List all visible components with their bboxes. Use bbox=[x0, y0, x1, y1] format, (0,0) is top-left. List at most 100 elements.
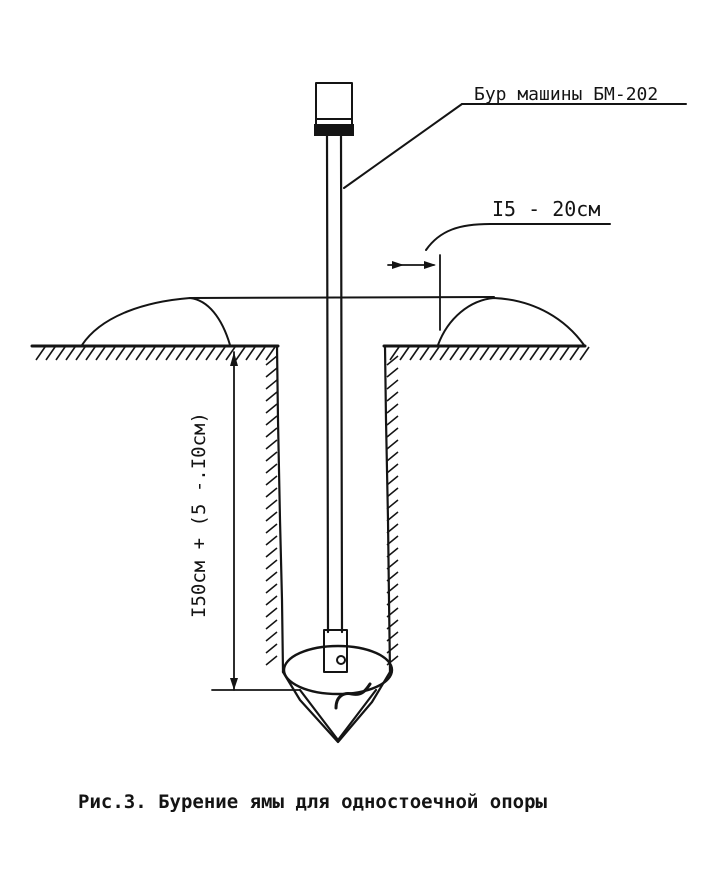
wall-hatch bbox=[265, 583, 278, 594]
drive-flange bbox=[314, 124, 354, 136]
bit-collar bbox=[323, 629, 348, 673]
wall-hatch bbox=[265, 535, 278, 546]
soil-hatch bbox=[95, 346, 106, 361]
soil-hatch bbox=[539, 346, 550, 361]
wall-hatch bbox=[265, 607, 278, 618]
soil-hatch bbox=[399, 346, 410, 361]
soil-hatch bbox=[489, 346, 500, 361]
wall-hatch bbox=[386, 535, 399, 546]
wall-hatch bbox=[386, 499, 399, 510]
soil-hatch bbox=[429, 346, 440, 361]
wall-hatch bbox=[265, 451, 278, 462]
depth-arrow-top bbox=[230, 352, 238, 366]
wall-hatch bbox=[265, 367, 278, 378]
soil-hatch bbox=[45, 346, 56, 361]
wall-hatch bbox=[265, 427, 278, 438]
wall-hatch bbox=[386, 427, 399, 438]
bit-point bbox=[298, 688, 378, 742]
soil-hatch bbox=[509, 346, 520, 361]
auger-shaft bbox=[325, 134, 344, 634]
depth-label: I50см + (5 -.I0см) bbox=[188, 412, 210, 618]
wall-hatch bbox=[265, 511, 278, 522]
soil-hatch bbox=[569, 346, 580, 361]
wall-hatch bbox=[386, 523, 399, 534]
soil-hatch bbox=[549, 346, 560, 361]
drive-box bbox=[315, 82, 353, 120]
ground-surface bbox=[30, 344, 590, 361]
borehole bbox=[265, 344, 399, 744]
soil-hatch bbox=[245, 346, 256, 361]
wall-hatch bbox=[265, 415, 278, 426]
soil-hatch bbox=[469, 346, 480, 361]
wall-hatch bbox=[386, 583, 399, 594]
wall-hatch bbox=[386, 631, 399, 642]
wall-hatch bbox=[386, 439, 399, 450]
wall-hatch bbox=[386, 415, 399, 426]
wall-hatch bbox=[265, 379, 278, 390]
soil-hatch bbox=[65, 346, 76, 361]
clearance-dimension: I5 - 20см bbox=[387, 197, 611, 331]
soil-hatch bbox=[519, 346, 530, 361]
wall-hatch bbox=[265, 475, 278, 486]
soil-hatch bbox=[185, 346, 196, 361]
soil-hatch bbox=[115, 346, 126, 361]
soil-hatch bbox=[225, 346, 236, 361]
wall-hatch bbox=[265, 391, 278, 402]
spoil-heap-right bbox=[437, 297, 585, 346]
wall-hatch bbox=[386, 451, 399, 462]
soil-hatch bbox=[479, 346, 490, 361]
soil-hatch bbox=[389, 346, 400, 361]
soil-hatch bbox=[195, 346, 206, 361]
wall-hatch bbox=[386, 487, 399, 498]
wall-hatch bbox=[386, 559, 399, 570]
soil-hatch bbox=[215, 346, 226, 361]
soil-hatch bbox=[75, 346, 86, 361]
wall-hatch bbox=[265, 559, 278, 570]
wall-hatch bbox=[265, 499, 278, 510]
wall-hatch bbox=[386, 511, 399, 522]
wall-hatch bbox=[386, 607, 399, 618]
wall-hatch bbox=[386, 595, 399, 606]
wall-hatch bbox=[386, 391, 399, 402]
wall-hatch bbox=[386, 475, 399, 486]
wall-hatch bbox=[265, 547, 278, 558]
soil-hatch bbox=[559, 346, 570, 361]
soil-hatch bbox=[529, 346, 540, 361]
auger-drive-head bbox=[314, 82, 354, 136]
soil-hatch bbox=[105, 346, 116, 361]
wall-hatch bbox=[386, 403, 399, 414]
wall-hatch bbox=[265, 571, 278, 582]
soil-hatch bbox=[499, 346, 510, 361]
wall-hatch bbox=[265, 523, 278, 534]
wall-hatch bbox=[265, 355, 278, 366]
wall-hatch bbox=[265, 595, 278, 606]
soil-hatch bbox=[55, 346, 66, 361]
bit-flight bbox=[282, 644, 394, 696]
auger-bit bbox=[282, 629, 394, 742]
soil-hatch bbox=[205, 346, 216, 361]
wall-hatch bbox=[386, 379, 399, 390]
soil-hatch bbox=[165, 346, 176, 361]
wall-hatch bbox=[265, 487, 278, 498]
soil-hatch bbox=[145, 346, 156, 361]
auger-label: Бур машины БМ-202 bbox=[474, 84, 658, 105]
wall-hatch bbox=[386, 367, 399, 378]
soil-hatch bbox=[449, 346, 460, 361]
soil-hatch bbox=[85, 346, 96, 361]
arrow-right bbox=[424, 261, 436, 269]
wall-hatch bbox=[265, 463, 278, 474]
clearance-label: I5 - 20см bbox=[492, 197, 600, 221]
soil-hatch bbox=[265, 346, 276, 361]
auger-callout: Бур машины БМ-202 bbox=[343, 84, 687, 189]
wall-hatch bbox=[265, 655, 278, 666]
wall-hatch bbox=[386, 463, 399, 474]
depth-arrow-bottom bbox=[230, 678, 238, 690]
depth-dimension: I50см + (5 -.I0см) bbox=[188, 351, 301, 691]
soil-hatch bbox=[459, 346, 470, 361]
arrow-left bbox=[392, 261, 404, 269]
auger-leader-line bbox=[343, 103, 463, 189]
wall-hatch bbox=[386, 547, 399, 558]
soil-hatch bbox=[155, 346, 166, 361]
soil-hatch bbox=[175, 346, 186, 361]
